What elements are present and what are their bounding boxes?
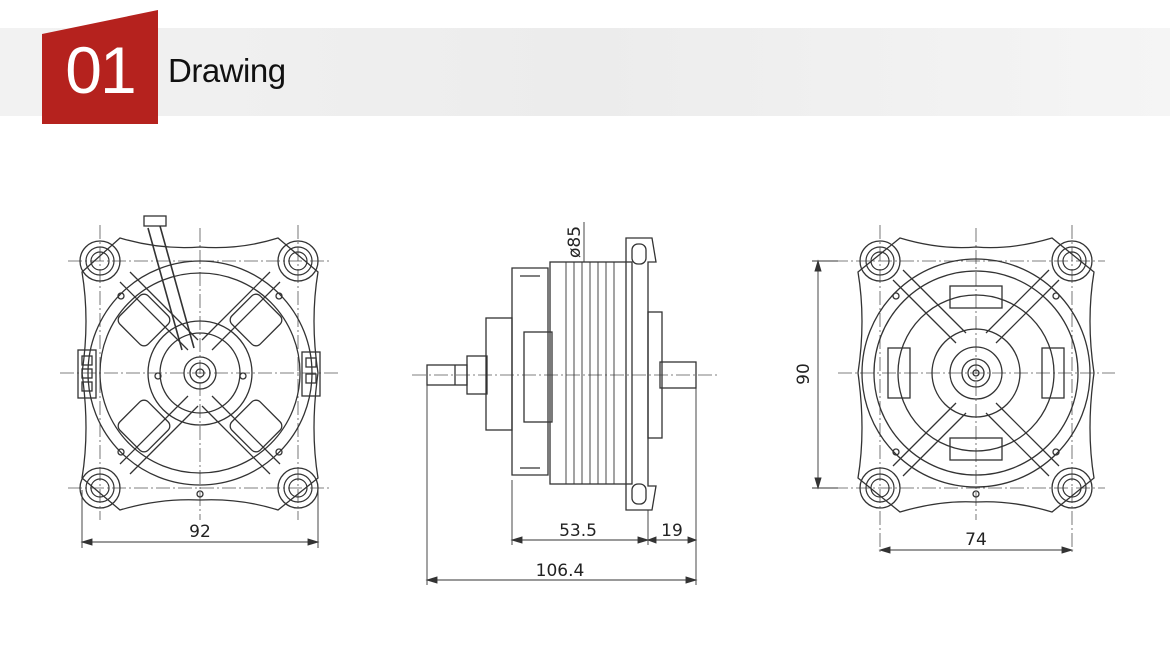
front-view (60, 215, 340, 548)
back-height-label: 90 (794, 363, 814, 385)
header-band (0, 28, 1170, 116)
side-shaft-length-label: 19 (661, 521, 683, 541)
side-total-length-label: 106.4 (536, 561, 585, 581)
front-width-label: 92 (189, 522, 211, 542)
side-view (412, 222, 720, 585)
page-title: Drawing (168, 52, 286, 89)
back-view (812, 225, 1115, 555)
back-width-label: 74 (965, 530, 987, 550)
section-number-badge (42, 10, 158, 124)
side-diameter-label: ø85 (565, 226, 585, 258)
section-number: 01 (65, 33, 136, 107)
side-stator-length-label: 53.5 (559, 521, 597, 541)
